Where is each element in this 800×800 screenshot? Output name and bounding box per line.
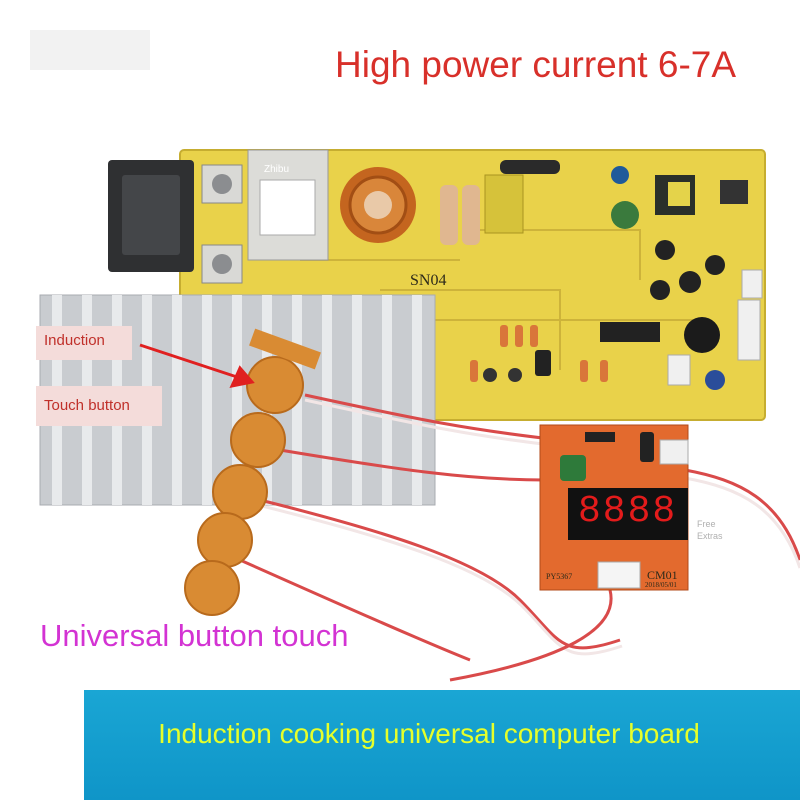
banner (84, 690, 800, 800)
universal-caption: Universal button touch (40, 618, 349, 653)
headline: High power current 6-7A (335, 44, 737, 85)
ribbon-cables (239, 393, 800, 682)
main-pcb (108, 149, 766, 421)
display-digits: 8888 (578, 490, 678, 533)
arrow (139, 343, 255, 389)
product-photo (30, 30, 800, 682)
display-board-model: CM01 (647, 568, 678, 582)
touch-pads (184, 328, 321, 616)
display-board-code: PY5367 (546, 572, 573, 581)
display-board-date: 2018/05/01 (645, 581, 677, 589)
banner-text: Induction cooking universal computer boa… (158, 718, 700, 749)
faded-logo (30, 30, 150, 70)
watermark: Free Extras (697, 519, 723, 541)
main-board-model: SN04 (410, 272, 447, 289)
callout-induction: Induction (36, 326, 132, 360)
ic-chip (600, 322, 660, 342)
buzzer (684, 317, 720, 353)
transformer-label: Zhibu (264, 164, 290, 175)
display-board (539, 424, 689, 591)
callout-touch-button: Touch button (36, 386, 162, 426)
connector-white (737, 299, 761, 361)
